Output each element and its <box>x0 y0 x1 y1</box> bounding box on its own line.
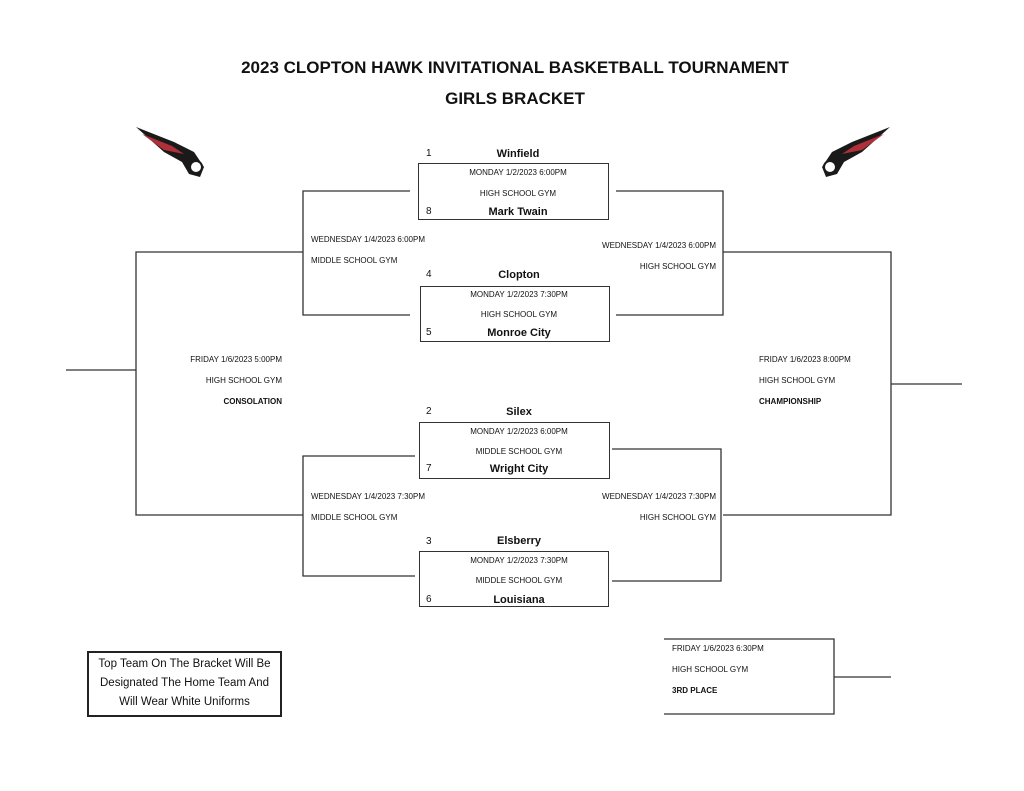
note-line: Top Team On The Bracket Will Be <box>98 658 271 670</box>
seed-number: 2 <box>426 406 432 417</box>
team-name: Winfield <box>496 148 540 160</box>
page-title: 2023 CLOPTON HAWK INVITATIONAL BASKETBAL… <box>241 58 789 77</box>
game-venue: HIGH SCHOOL GYM <box>480 310 558 319</box>
third-place-time: FRIDAY 1/6/2023 6:30PM <box>672 644 764 653</box>
consolation-time: FRIDAY 1/6/2023 5:00PM <box>190 355 282 364</box>
game-venue: MIDDLE SCHOOL GYM <box>475 576 563 585</box>
game-box <box>418 163 609 220</box>
seed-number: 6 <box>426 594 432 605</box>
note-line: Designated The Home Team And <box>100 677 269 689</box>
championship-time: FRIDAY 1/6/2023 8:00PM <box>759 355 851 364</box>
game-box <box>419 551 609 607</box>
page-subtitle: GIRLS BRACKET <box>445 89 585 108</box>
semi-venue: MIDDLE SCHOOL GYM <box>311 513 398 522</box>
team-name: Elsberry <box>496 535 542 547</box>
game-box <box>419 422 610 479</box>
team-name: Silex <box>506 406 532 418</box>
game-time: MONDAY 1/2/2023 7:30PM <box>470 556 568 565</box>
seed-number: 8 <box>426 206 432 217</box>
championship-venue: HIGH SCHOOL GYM <box>759 376 836 385</box>
seed-number: 3 <box>426 536 432 547</box>
semi-venue: HIGH SCHOOL GYM <box>639 262 716 271</box>
game-time: MONDAY 1/2/2023 6:00PM <box>470 427 568 436</box>
semi-venue: MIDDLE SCHOOL GYM <box>311 256 398 265</box>
team-name: Monroe City <box>487 327 551 339</box>
semi-time: WEDNESDAY 1/4/2023 6:00PM <box>311 235 425 244</box>
semi-time: WEDNESDAY 1/4/2023 7:30PM <box>602 492 716 501</box>
semi-time: WEDNESDAY 1/4/2023 6:00PM <box>602 241 716 250</box>
seed-number: 5 <box>426 327 432 338</box>
consolation-label: CONSOLATION <box>223 397 282 406</box>
championship-label: CHAMPIONSHIP <box>759 397 822 406</box>
note-line: Will Wear White Uniforms <box>119 696 250 708</box>
game-venue: HIGH SCHOOL GYM <box>479 189 557 198</box>
third-place-label: 3RD PLACE <box>672 686 718 695</box>
hawk-logo-right <box>822 127 890 177</box>
seed-number: 7 <box>426 463 432 474</box>
team-name: Wright City <box>489 463 549 475</box>
seed-number: 1 <box>426 148 432 159</box>
consolation-venue: HIGH SCHOOL GYM <box>205 376 282 385</box>
semi-venue: HIGH SCHOOL GYM <box>639 513 716 522</box>
semi-time: WEDNESDAY 1/4/2023 7:30PM <box>311 492 425 501</box>
team-name: Mark Twain <box>488 206 548 218</box>
game-time: MONDAY 1/2/2023 6:00PM <box>469 168 567 177</box>
game-venue: MIDDLE SCHOOL GYM <box>475 447 563 456</box>
team-name: Clopton <box>498 269 540 281</box>
team-name: Louisiana <box>493 594 545 606</box>
hawk-logo-left <box>136 127 204 177</box>
home-team-note: Top Team On The Bracket Will Be Designat… <box>87 651 282 717</box>
seed-number: 4 <box>426 269 432 280</box>
game-time: MONDAY 1/2/2023 7:30PM <box>470 290 568 299</box>
game-box <box>420 286 610 342</box>
third-place-venue: HIGH SCHOOL GYM <box>672 665 749 674</box>
